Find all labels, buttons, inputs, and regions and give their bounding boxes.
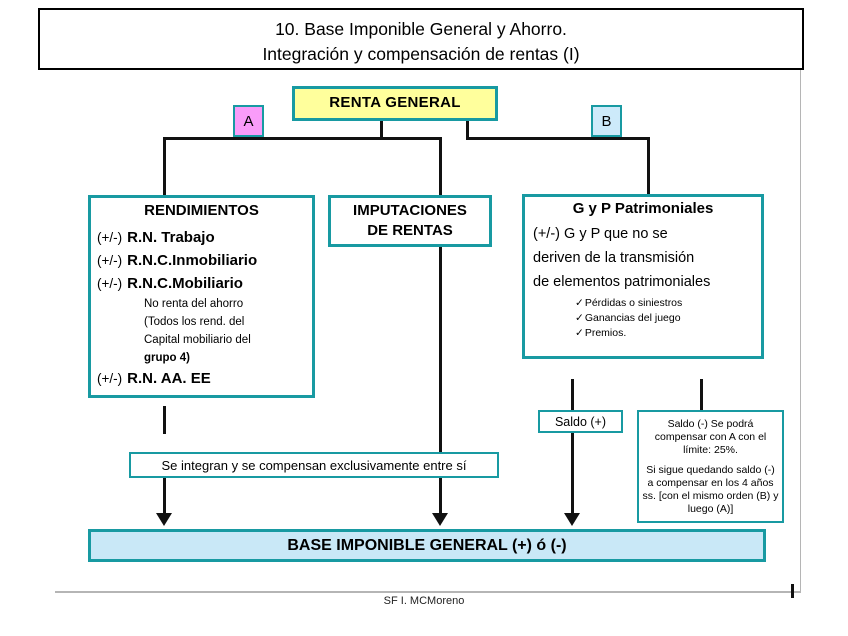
checklist-item: ✓Premios. <box>575 326 753 341</box>
arrow-down-icon <box>156 513 172 526</box>
base-imponible-bar: BASE IMPONIBLE GENERAL (+) ó (-) <box>88 529 766 562</box>
note-line-bold: grupo 4) <box>144 352 190 364</box>
branch-a-tag: A <box>233 105 264 137</box>
item-prefix: (+/-) <box>97 253 123 268</box>
connector-root-left-stub <box>380 119 383 138</box>
body-line: de elementos patrimoniales <box>533 274 711 290</box>
branch-b-tag: B <box>591 105 622 137</box>
connector-saldo-plus <box>571 379 574 410</box>
connector-to-patrimoniales <box>647 137 650 195</box>
arrow-rendimientos-shaft <box>163 478 166 513</box>
item-prefix: (+/-) <box>97 276 123 291</box>
item-label: R.N.C.Inmobiliario <box>127 252 258 269</box>
footer-divider <box>55 591 801 593</box>
saldo-minus-para1: Saldo (-) Se podrá compensar con A con e… <box>654 418 767 456</box>
saldo-plus-box: Saldo (+) <box>538 410 623 433</box>
connector-branch-b-hline <box>466 137 650 140</box>
rendimientos-item: (+/-) R.N. Trabajo <box>97 226 306 249</box>
body-line: deriven de la transmisión <box>533 250 695 266</box>
arrow-saldo-plus-shaft <box>571 432 574 513</box>
item-prefix: (+/-) <box>97 371 123 386</box>
connector-saldo-minus <box>700 379 703 410</box>
rendimientos-item: (+/-) R.N. AA. EE <box>97 367 306 390</box>
slide-title-line2: Integración y compensación de rentas (I) <box>262 44 580 65</box>
check-icon: ✓ <box>575 297 584 309</box>
imputaciones-box: IMPUTACIONES DE RENTAS <box>328 195 492 247</box>
note-line: No renta del ahorro <box>144 298 244 310</box>
slide-title: 10. Base Imponible General y Ahorro. Int… <box>38 8 804 70</box>
body-line: (+/-) G y P que no se <box>533 226 668 242</box>
connector-imputaciones-down <box>439 246 442 513</box>
rendimientos-title: RENDIMIENTOS <box>144 202 259 219</box>
item-label: R.N. AA. EE <box>127 370 211 387</box>
saldo-minus-box: Saldo (-) Se podrá compensar con A con e… <box>637 410 784 523</box>
slide-title-line1: 10. Base Imponible General y Ahorro. <box>275 19 567 39</box>
arrow-down-icon <box>432 513 448 526</box>
check-icon: ✓ <box>575 312 584 324</box>
patrimoniales-box: G y P Patrimoniales (+/-) G y P que no s… <box>522 194 764 359</box>
imputaciones-title-line2: DE RENTAS <box>367 222 453 239</box>
rendimientos-item: (+/-) R.N.C.Inmobiliario <box>97 249 306 272</box>
connector-branch-a-hline <box>163 137 442 140</box>
saldo-minus-para2: Si sigue quedando saldo (-) a compensar … <box>642 464 779 515</box>
item-label: R.N.C.Mobiliario <box>127 275 243 292</box>
checklist-label: Ganancias del juego <box>584 312 681 324</box>
note-line: (Todos los rend. del <box>144 316 245 328</box>
checklist-label: Premios. <box>584 327 627 339</box>
rendimientos-box: RENDIMIENTOS (+/-) R.N. Trabajo (+/-) R.N.… <box>88 195 315 398</box>
integration-note-box: Se integran y se compensan exclusivament… <box>129 452 499 478</box>
rendimientos-item: (+/-) R.N.C.Mobiliario <box>97 272 306 295</box>
connector-root-right-stub <box>466 119 469 138</box>
note-line: Capital mobiliario del <box>144 334 251 346</box>
checklist-item: ✓Ganancias del juego <box>575 311 753 326</box>
checklist-item: ✓Pérdidas o siniestros <box>575 296 753 311</box>
arrow-down-icon <box>564 513 580 526</box>
item-prefix: (+/-) <box>97 230 123 245</box>
checklist-label: Pérdidas o siniestros <box>584 297 683 309</box>
connector-to-rendimientos <box>163 137 166 196</box>
renta-general-box: RENTA GENERAL <box>292 86 498 121</box>
page-tick-mark <box>791 584 794 598</box>
connector-rendimientos-down <box>163 406 166 434</box>
rendimientos-note: No renta del ahorro (Todos los rend. del… <box>144 295 306 367</box>
check-icon: ✓ <box>575 327 584 339</box>
imputaciones-title-line1: IMPUTACIONES <box>353 202 467 220</box>
patrimoniales-title: G y P Patrimoniales <box>572 200 714 217</box>
page-edge-vline <box>800 70 801 591</box>
connector-to-imputaciones <box>439 137 442 196</box>
item-label: R.N. Trabajo <box>127 229 215 246</box>
patrimoniales-body: (+/-) G y P que no se deriven de la tran… <box>533 222 753 294</box>
patrimoniales-checklist: ✓Pérdidas o siniestros ✓Ganancias del ju… <box>575 296 753 341</box>
slide-footer: SF I. MCMoreno <box>383 595 465 607</box>
